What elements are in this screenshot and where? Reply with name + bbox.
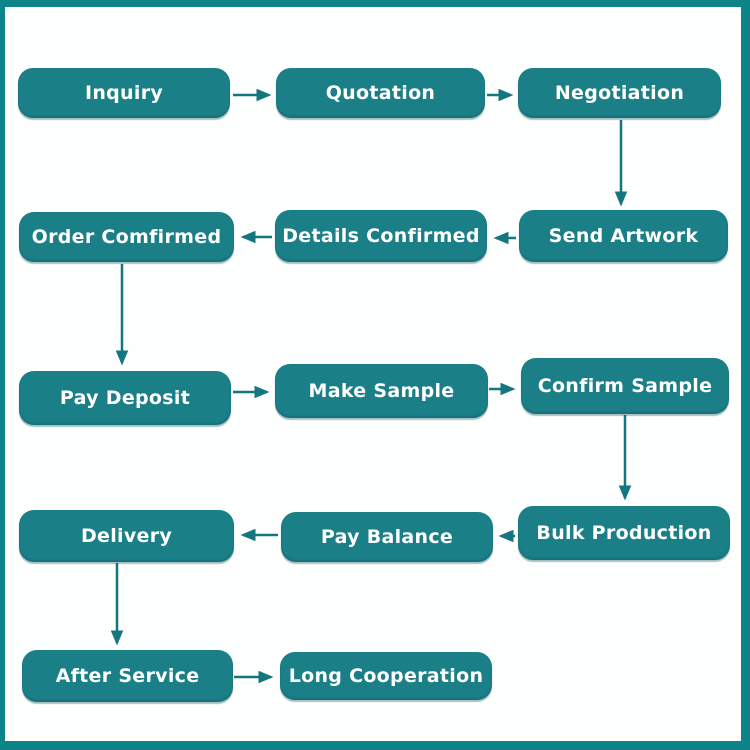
- node-negotiation: Negotiation: [518, 68, 721, 118]
- node-after-service: After Service: [22, 650, 233, 702]
- node-make-sample: Make Sample: [275, 364, 488, 418]
- node-order-comfirmed: Order Comfirmed: [19, 212, 234, 262]
- node-quotation: Quotation: [276, 68, 485, 118]
- node-confirm-sample: Confirm Sample: [521, 358, 729, 414]
- node-details-confirmed: Details Confirmed: [275, 210, 487, 262]
- node-pay-deposit: Pay Deposit: [19, 371, 231, 425]
- node-long-cooperation: Long Cooperation: [280, 652, 492, 700]
- node-delivery: Delivery: [19, 510, 234, 562]
- node-inquiry: Inquiry: [18, 68, 230, 118]
- node-pay-balance: Pay Balance: [281, 512, 493, 562]
- node-bulk-production: Bulk Production: [518, 506, 730, 560]
- node-send-artwork: Send Artwork: [519, 210, 728, 262]
